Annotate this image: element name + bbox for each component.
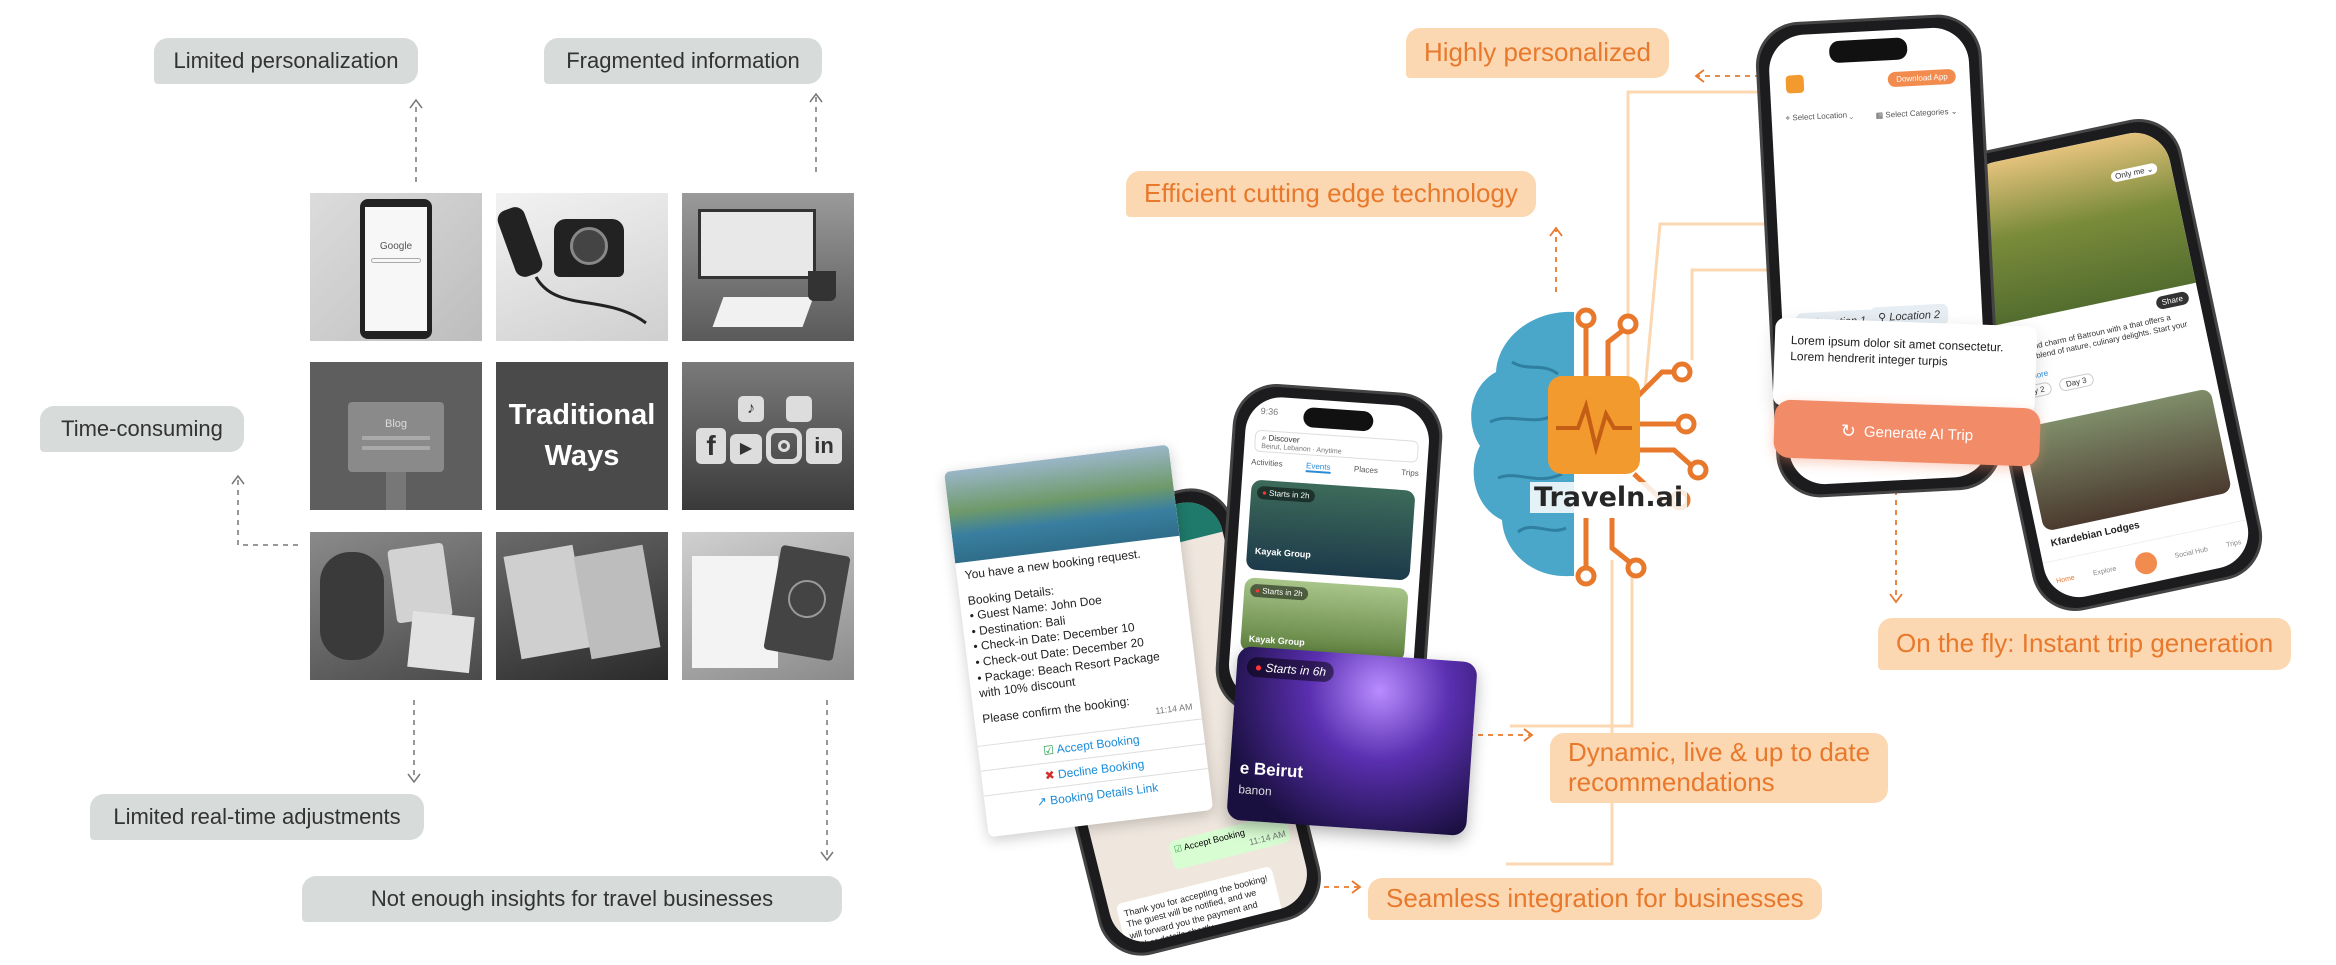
label-fragmented-information: Fragmented information [544,38,822,84]
label-on-the-fly: On the fly: Instant trip generation [1878,618,2292,670]
youtube-icon: ▶ [730,434,762,464]
tab-places[interactable]: Places [1353,464,1379,476]
travelnai-logo: Traveln.ai [1462,302,1720,592]
instagram-icon [766,428,802,464]
live-dot-icon: ● [1254,585,1261,596]
generate-label: Generate AI Trip [1863,423,1974,444]
tiktok-icon: ♪ [738,396,764,422]
event-card-kayak[interactable]: ● Starts in 2h Kayak Group [1245,479,1416,581]
event-card-concert[interactable]: ● Starts in 6h e Beirut banon [1226,645,1478,837]
tile-traditional-ways: Traditional Ways [496,362,668,510]
card-title: Kayak Group [1254,545,1312,560]
google-logo-text: Google [379,241,413,252]
status-time: 9:36 [1260,405,1279,418]
label-limited-personalization: Limited personalization [154,38,418,84]
dynamic-line2: recommendations [1568,767,1775,797]
label-dynamic-recommendations: Dynamic, live & up to date recommendatio… [1550,733,1889,803]
card-title: Kayak Group [1248,633,1306,648]
blog-label: Blog [384,418,408,430]
generate-ai-trip-button[interactable]: ↻ Generate AI Trip [1773,399,2041,467]
linkedin-icon: in [806,428,842,464]
nav-explore[interactable]: Explore [2092,565,2118,578]
label-not-enough-insights: Not enough insights for travel businesse… [302,876,842,922]
brand-name: Traveln.ai [1530,482,1688,513]
label-efficient-technology: Efficient cutting edge technology [1126,171,1536,217]
prompt-text: Lorem ipsum dolor sit amet consectetur. … [1790,333,2004,369]
traditional-ways-line2: Ways [544,440,620,472]
tile-laptop-desk [682,193,854,341]
refresh-icon: ↻ [1840,420,1857,441]
discover-sub: Beirut, Lebanon · Anytime [1261,443,1342,456]
booking-message-card: You have a new booking request. Booking … [944,444,1214,838]
nav-trips[interactable]: Trips [2225,539,2243,550]
discover-search[interactable]: ⌕ Discover Beirut, Lebanon · Anytime [1253,429,1420,463]
download-app-button[interactable]: Download App [1887,68,1957,88]
check-icon: ☑ [1172,843,1184,855]
chevron-down-icon: ⌄ [1950,106,1958,117]
traditional-ways-line1: Traditional [508,399,656,432]
tile-social-media: f ▶ in ♪ [682,362,854,510]
live-dot-icon: ● [1254,660,1263,675]
card-title: e Beirut [1239,758,1304,782]
brain-icon [1471,307,1709,587]
search-icon: ⌕ [1261,433,1267,443]
badge: ● Starts in 2h [1249,583,1309,601]
label-highly-personalized: Highly personalized [1406,28,1669,78]
location-pin-icon: ⌖ [1785,113,1791,123]
facebook-icon: f [696,428,726,464]
cross-icon: ✖ [1043,767,1056,783]
card-sub: banon [1237,782,1273,799]
grid-icon: ▦ [1875,110,1884,120]
checkmark-icon: ☑ [1042,742,1055,758]
chevron-down-icon: ⌄ [1849,110,1854,120]
tile-calculator-desk [310,532,482,680]
tile-open-book [496,532,668,680]
external-link-icon: ↗ [1035,794,1048,810]
nav-center-button[interactable] [2132,549,2159,576]
tile-passport-notebook [682,532,854,680]
live-dot-icon: ● [1261,488,1268,498]
tile-google-phone: Google [310,193,482,341]
nav-social-hub[interactable]: Social Hub [2174,546,2209,561]
app-logo-icon [1785,74,1805,94]
phone-image: Google [360,199,432,339]
tab-activities[interactable]: Activities [1250,457,1283,469]
badge: ● Starts in 6h [1246,656,1335,683]
tile-rotary-phone [496,193,668,341]
badge: ● Starts in 2h [1256,485,1315,503]
select-location-dropdown[interactable]: ⌖ Select Location ⌄ [1785,110,1854,123]
day-3-tab[interactable]: Day 3 [2057,372,2095,393]
chevron-down-icon: ⌄ [2145,164,2155,175]
tab-events[interactable]: Events [1305,461,1331,474]
nav-home[interactable]: Home [2055,574,2076,586]
twitter-icon [786,396,812,422]
left-connectors [231,92,834,862]
dynamic-line1: Dynamic, live & up to date [1568,737,1871,768]
tab-trips[interactable]: Trips [1400,467,1420,479]
label-time-consuming: Time-consuming [40,406,244,452]
tile-blog: Blog [310,362,482,510]
label-limited-realtime: Limited real-time adjustments [90,794,424,840]
select-categories-dropdown[interactable]: ▦ Select Categories ⌄ [1875,106,1958,120]
label-seamless-integration: Seamless integration for businesses [1368,878,1822,920]
